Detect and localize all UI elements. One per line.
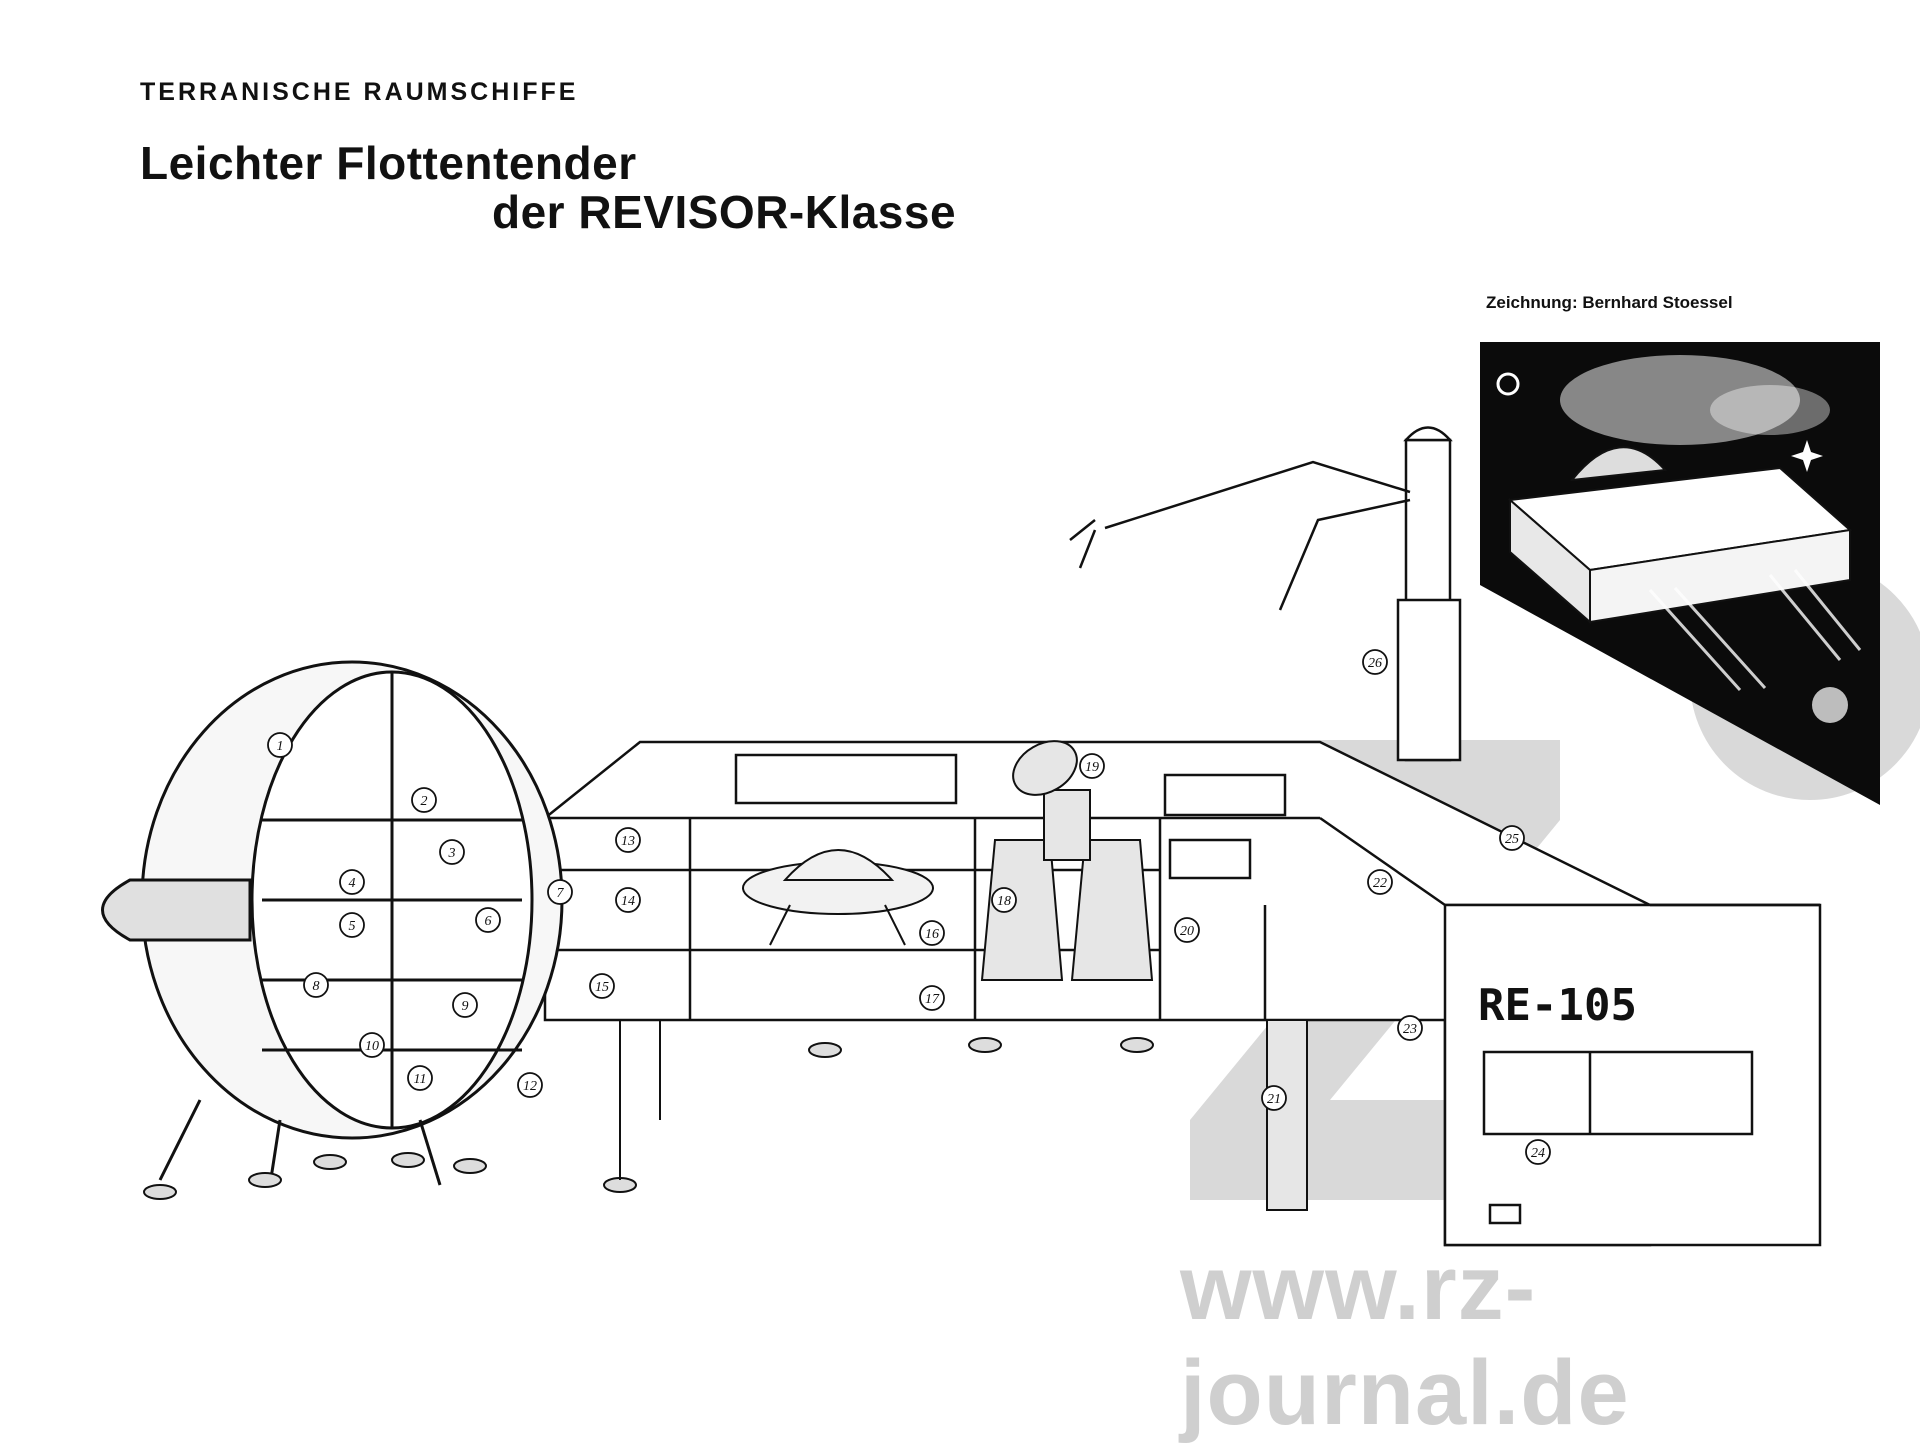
callout-number: 16 bbox=[925, 927, 939, 942]
illustration-credit: Zeichnung: Bernhard Stoessel bbox=[1486, 293, 1733, 312]
callout-marker bbox=[1367, 869, 1393, 895]
callout-number: 1 bbox=[277, 739, 284, 754]
callout-number: 2 bbox=[421, 794, 428, 809]
callout-marker bbox=[517, 1072, 543, 1098]
callout-marker bbox=[475, 907, 501, 933]
callout-marker bbox=[1079, 753, 1105, 779]
callout-marker bbox=[339, 869, 365, 895]
series-heading: TERRANISCHE RAUMSCHIFFE bbox=[140, 78, 579, 106]
callout-number: 18 bbox=[997, 894, 1011, 909]
callout-number: 11 bbox=[414, 1072, 427, 1087]
callout-number: 10 bbox=[365, 1039, 379, 1054]
callout-marker bbox=[589, 973, 615, 999]
spaceship-cutaway-drawing: RE-105 bbox=[101, 342, 1920, 1247]
watermark-url: www.rz-journal.de bbox=[1180, 1237, 1630, 1444]
callout-number: 13 bbox=[621, 834, 635, 849]
callout-marker bbox=[407, 1065, 433, 1091]
callout-marker bbox=[339, 912, 365, 938]
callout-number: 23 bbox=[1403, 1022, 1417, 1037]
callout-marker bbox=[1362, 649, 1388, 675]
callout-marker bbox=[991, 887, 1017, 913]
callout-number: 8 bbox=[313, 979, 320, 994]
callout-marker bbox=[1397, 1015, 1423, 1041]
hull-code-label: RE-105 bbox=[1478, 980, 1637, 1031]
callout-marker bbox=[1525, 1139, 1551, 1165]
callout-number: 3 bbox=[448, 846, 456, 861]
engine-block bbox=[980, 740, 1308, 1211]
inset-space-scene bbox=[1480, 342, 1880, 805]
callout-number: 17 bbox=[925, 992, 940, 1007]
title-line-2: der REVISOR-Klasse bbox=[492, 186, 957, 238]
callout-marker bbox=[267, 732, 293, 758]
callout-number: 24 bbox=[1531, 1146, 1545, 1161]
callout-marker bbox=[615, 827, 641, 853]
callout-number: 4 bbox=[349, 876, 356, 891]
callout-marker bbox=[1261, 1085, 1287, 1111]
callout-marker bbox=[452, 992, 478, 1018]
landing-pads bbox=[143, 1020, 1154, 1200]
callout-number: 19 bbox=[1085, 760, 1099, 775]
callout-number: 21 bbox=[1267, 1092, 1281, 1107]
title-line-1: Leichter Flottentender bbox=[140, 137, 637, 189]
callout-number: 14 bbox=[621, 894, 635, 909]
crane-mast bbox=[1069, 426, 1462, 762]
callout-marker bbox=[919, 920, 945, 946]
callout-number: 25 bbox=[1505, 832, 1519, 847]
callout-number: 22 bbox=[1373, 876, 1387, 891]
callout-number: 20 bbox=[1180, 924, 1194, 939]
callout-number: 26 bbox=[1368, 656, 1382, 671]
callout-marker bbox=[1499, 825, 1525, 851]
callout-marker bbox=[411, 787, 437, 813]
callout-marker bbox=[359, 1032, 385, 1058]
callout-number: 6 bbox=[485, 914, 492, 929]
callout-marker bbox=[547, 879, 573, 905]
callout-number: 5 bbox=[349, 919, 356, 934]
callout-marker bbox=[919, 985, 945, 1011]
hangar-disc-ship bbox=[742, 849, 934, 946]
callout-marker bbox=[1174, 917, 1200, 943]
callout-marker bbox=[439, 839, 465, 865]
callout-number: 9 bbox=[462, 999, 469, 1014]
callout-number: 12 bbox=[523, 1079, 537, 1094]
callout-marker bbox=[615, 887, 641, 913]
callout-marker bbox=[303, 972, 329, 998]
callout-number: 15 bbox=[595, 980, 609, 995]
callout-number: 7 bbox=[557, 886, 565, 901]
